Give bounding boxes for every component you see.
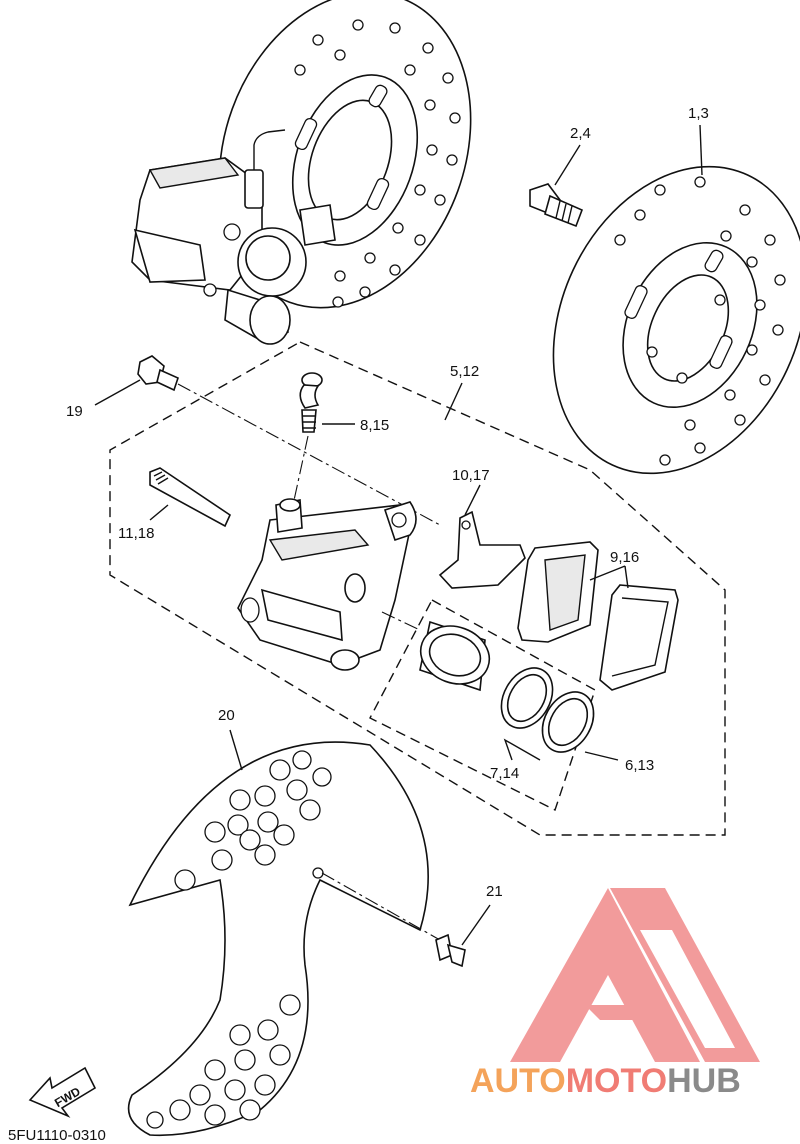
assembled-disc-and-caliper — [131, 0, 472, 345]
callout-6-13: 6,13 — [625, 757, 654, 774]
caliper-assembly-group-outline — [109, 341, 726, 836]
guide-pin — [149, 467, 232, 528]
caliper-piston — [419, 620, 491, 692]
guard-bolt — [435, 933, 466, 968]
disc-guard — [127, 741, 429, 1137]
callout-1-3: 1,3 — [688, 105, 709, 122]
watermark-text: AUTOMOTOHUB — [470, 1062, 741, 1100]
piston-dust-seal — [500, 667, 554, 729]
callout-19: 19 — [66, 403, 83, 420]
pad-spring — [438, 510, 526, 589]
pin-axis-line — [381, 611, 421, 631]
forward-direction-arrow: FWD — [28, 1066, 97, 1118]
callout-2-4: 2,4 — [570, 125, 591, 142]
watermark-moto: MOTO — [566, 1062, 667, 1100]
callout-11-18: 11,18 — [118, 525, 154, 542]
brake-pad-outer — [599, 584, 679, 691]
leader-lines — [94, 124, 703, 946]
caliper-body — [237, 498, 417, 671]
mounting-bolt — [137, 355, 179, 392]
callout-5-12: 5,12 — [450, 363, 479, 380]
drawing-code: 5FU1110-0310 — [8, 1127, 106, 1144]
callout-7-14: 7,14 — [490, 765, 519, 782]
callout-10-17: 10,17 — [452, 467, 490, 484]
callout-9-16: 9,16 — [610, 549, 639, 566]
guard-bolt-axis-line — [321, 872, 441, 941]
brake-pad-inner — [517, 541, 599, 643]
watermark-auto: AUTO — [470, 1062, 566, 1100]
bleed-screw — [299, 372, 323, 433]
disc-bolt — [529, 183, 584, 228]
piston-seal-group-outline — [369, 599, 596, 811]
watermark-logo — [510, 888, 760, 1062]
callout-8-15: 8,15 — [360, 417, 389, 434]
watermark-hub: HUB — [667, 1062, 741, 1100]
piston-seal — [541, 691, 595, 753]
callout-21: 21 — [486, 883, 503, 900]
brake-disc — [552, 165, 800, 475]
bleeder-axis-line — [292, 435, 309, 506]
svg-text:AUTOMOTOHUB: AUTOMOTOHUB — [470, 1062, 741, 1100]
callout-20: 20 — [218, 707, 235, 724]
